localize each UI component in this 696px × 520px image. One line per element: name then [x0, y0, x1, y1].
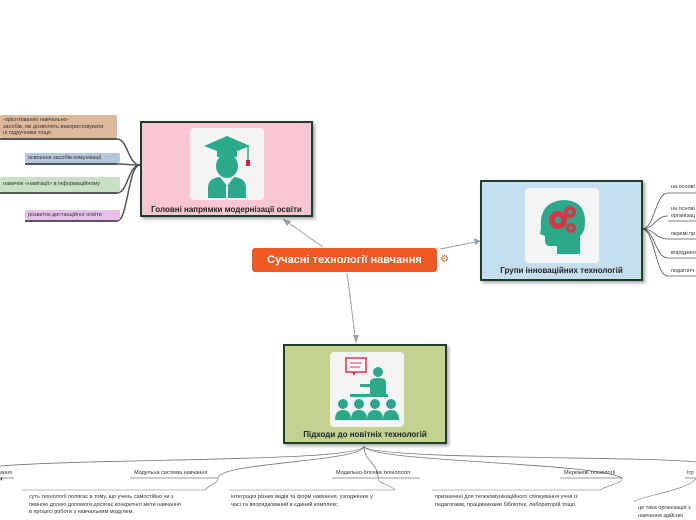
teacher-class-icon [335, 357, 399, 420]
node-title: Головні напрямки модернізації освіти [151, 205, 302, 214]
right-branch-4[interactable]: впроджен [671, 250, 696, 256]
bottom-branch-label-1[interactable]: ання [0, 470, 13, 476]
partial-icon: ◐ [0, 476, 5, 483]
left-branch-4[interactable]: розвиток дистанційної освіти [25, 210, 120, 220]
link-marker-icon: ⚙ [440, 254, 449, 265]
node-new-tech-approaches[interactable]: Підходи до новітніх технологій [283, 344, 447, 444]
brain-image [525, 188, 599, 263]
body-line: це така організація з [638, 505, 691, 511]
body-line: педагогами, працівниками бібліотек, лабо… [435, 501, 577, 508]
bottom-branch-label-4[interactable]: Мережеві технології [564, 470, 616, 476]
body-line: навчання здійсню [638, 512, 684, 519]
node-title: Групи інноваційних технологій [500, 266, 623, 275]
bottom-branch-label-3[interactable]: Модельно-блочна технологія [336, 470, 410, 476]
bottom-branch-label-2[interactable]: Модульна система навчання [134, 470, 208, 476]
left-branch-1[interactable]: -орієнтованих навчально- засобів, які до… [0, 115, 117, 138]
block-model-description: інтеграція різних видів та форм навчання… [231, 494, 401, 509]
game-tech-description: це така організація з навчання здійсню [638, 505, 696, 520]
graduate-image [190, 128, 264, 200]
modular-system-description: суть технології полягає в тому, що учень… [29, 494, 209, 517]
node-innovation-groups[interactable]: Групи інноваційних технологій [480, 180, 643, 281]
left-branch-2[interactable]: освоєння засобів комунікації [25, 153, 120, 163]
branch-text: ні підручники тощо [3, 130, 51, 136]
right-branch-1[interactable]: на основі [671, 184, 695, 190]
graduate-icon [204, 136, 250, 198]
body-line: суть технології полягає в тому, що учень… [29, 494, 174, 500]
branch-text: -орієнтованих навчально- [3, 117, 69, 123]
branch-text: організац [671, 213, 696, 219]
body-line: призначені для телекомунікаційного спілк… [435, 494, 578, 500]
node-title: Підходи до новітніх технологій [303, 430, 427, 439]
right-branch-5[interactable]: педагогіч [671, 268, 695, 274]
body-line: в процесі роботи з навчальним модулем. [29, 509, 134, 515]
teacher-image [330, 352, 404, 427]
body-line: певною долею допомоги досягає конкретної… [29, 501, 181, 508]
body-line: часі та впорядкований в єдиний комплекс [231, 501, 338, 508]
node-modernization-directions[interactable]: Головні напрямки модернізації освіти [140, 121, 313, 217]
right-branch-3[interactable]: окремі пр [671, 231, 696, 237]
branch-text: на основі [671, 206, 695, 212]
brain-gears-icon [540, 200, 585, 254]
bottom-branch-label-5[interactable]: Ігр [687, 470, 694, 476]
network-tech-description: призначені для телекомунікаційного спілк… [435, 494, 605, 509]
branch-text: засобів, які дозволять використовувати [3, 123, 104, 130]
right-branch-2[interactable]: на основі організац [671, 206, 696, 220]
body-line: інтеграція різних видів та форм навчання… [231, 494, 373, 500]
central-topic[interactable]: Сучасні технології навчання [252, 248, 437, 272]
left-branch-3[interactable]: навичок «навігації» в інформаційному [0, 177, 120, 192]
